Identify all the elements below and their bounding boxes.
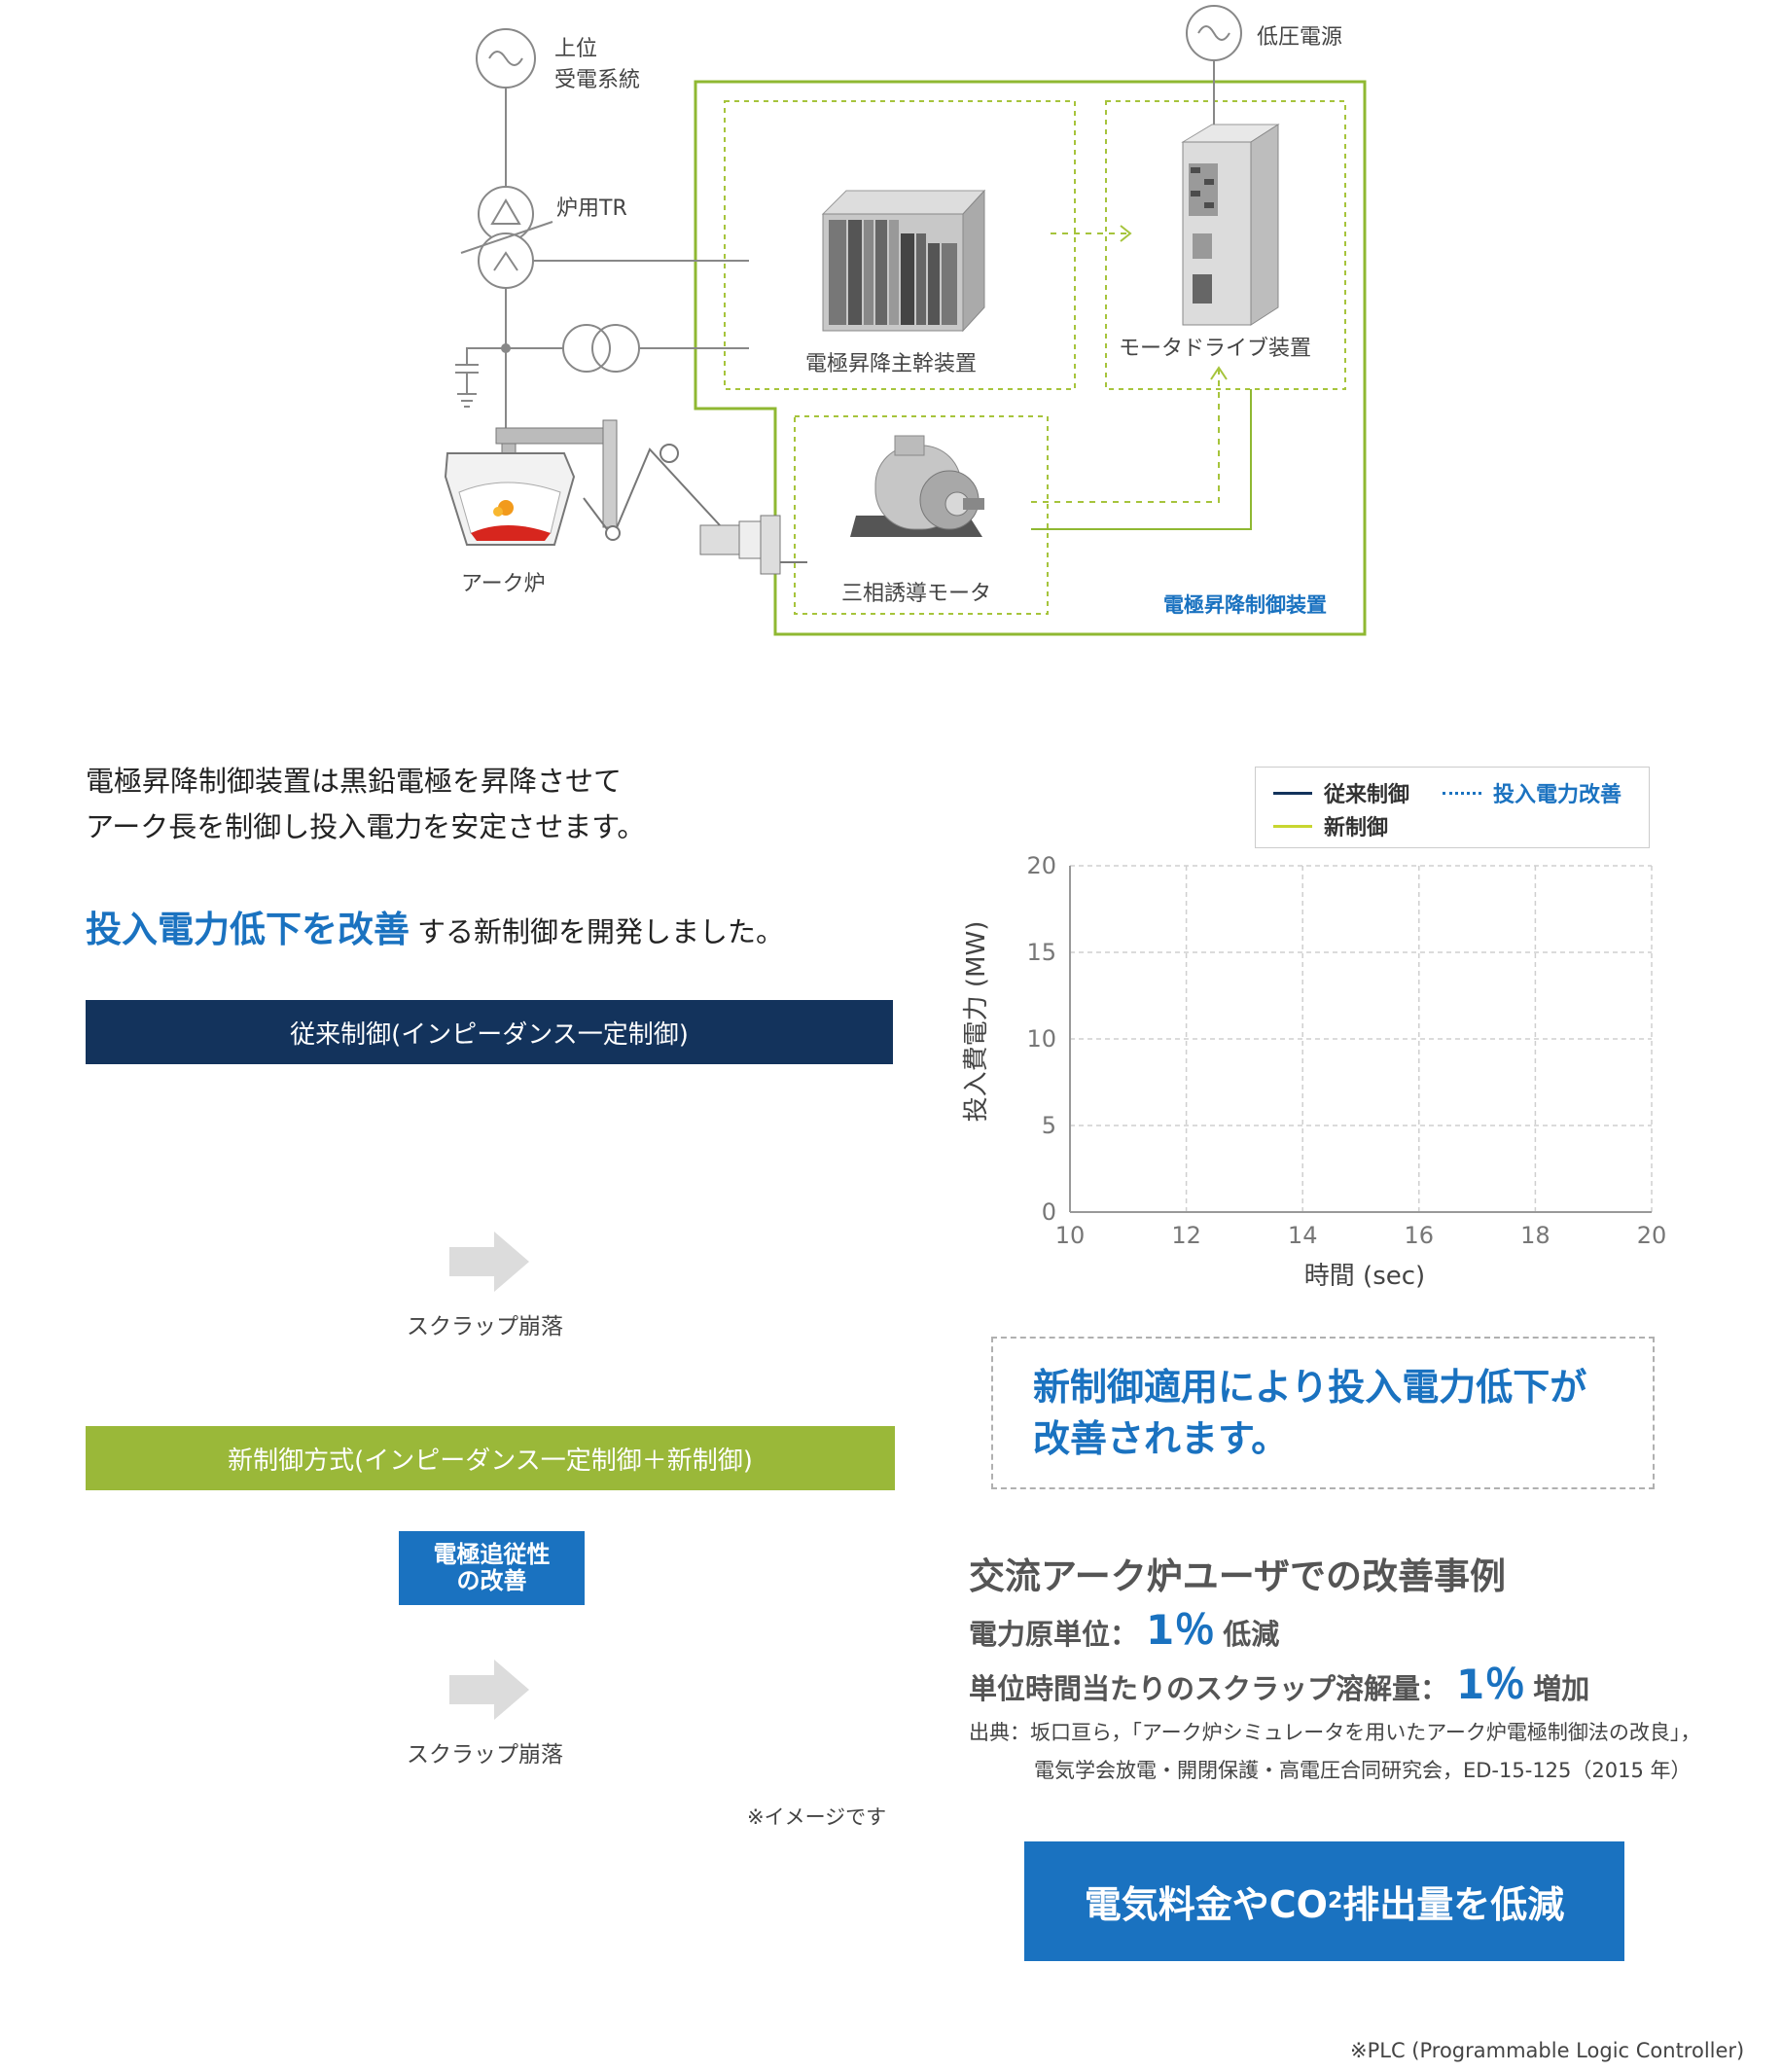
intro-line-2: アーク長を制御し投入電力を安定させます。 — [86, 810, 646, 843]
y-tick-label: 15 — [1026, 939, 1056, 966]
legend-item-improved: 投入電力改善 — [1443, 777, 1622, 808]
chart-ticks: 10 12 14 16 18 20 0 5 10 15 20 — [1026, 852, 1666, 1249]
chart-grid — [1069, 865, 1653, 1213]
case-row-1-label: 電力原単位： — [969, 1618, 1139, 1651]
low-voltage-label: 低圧電源 — [1257, 25, 1343, 50]
induction-motor-icon — [850, 435, 984, 537]
legend-item-new: 新制御 — [1273, 810, 1388, 841]
wire-pulley-icon — [583, 444, 807, 575]
motor-box — [794, 415, 1049, 615]
x-tick-label: 16 — [1405, 1222, 1435, 1249]
intro-text: 電極昇降制御装置は黒鉛電極を昇降させて アーク長を制御し投入電力を安定させます。 — [86, 759, 645, 850]
plc-footnote: ※PLC (Programmable Logic Controller) — [1350, 2039, 1745, 2062]
callout-line-1: 新制御適用により投入電力低下が — [1033, 1366, 1587, 1409]
right-arrow-icon — [449, 1660, 529, 1720]
legend-swatch-new — [1273, 824, 1312, 828]
x-tick-label: 10 — [1055, 1222, 1086, 1249]
x-tick-label: 18 — [1520, 1222, 1550, 1249]
plc-rack-icon — [821, 189, 986, 333]
legend-swatch-improved — [1443, 791, 1481, 795]
tag-line-1: 電極追従性 — [433, 1541, 551, 1568]
upper-grid-label: 上位 — [554, 37, 598, 61]
case-row-2-label: 単位時間当たりのスクラップ溶解量： — [969, 1672, 1449, 1705]
control-device-frame — [694, 80, 1367, 636]
legend-label-new: 新制御 — [1324, 816, 1389, 840]
motor-feedback-line — [1031, 370, 1220, 503]
intro-line-1: 電極昇降制御装置は黒鉛電極を昇降させて — [86, 765, 623, 798]
upper-grid-label-2: 受電系統 — [554, 68, 641, 92]
arc-furnace-label: アーク炉 — [461, 572, 546, 596]
scrap-collapse-caption-2: スクラップ崩落 — [407, 1742, 563, 1768]
x-tick-label: 20 — [1637, 1222, 1667, 1249]
cases-title: 交流アーク炉ユーザでの改善事例 — [969, 1555, 1507, 1597]
chart-legend: 従来制御 投入電力改善 新制御 — [1255, 767, 1650, 848]
main-controller-box — [724, 100, 1076, 390]
x-tick-label: 12 — [1171, 1222, 1201, 1249]
legend-label-improved: 投入電力改善 — [1493, 783, 1622, 807]
y-tick-label: 5 — [1042, 1112, 1056, 1139]
legend-label-conventional: 従来制御 — [1324, 783, 1410, 807]
cta-subscript: 2 — [1327, 1889, 1343, 1913]
new-control-bar: 新制御方式(インピーダンス一定制御＋新制御) — [86, 1426, 895, 1490]
ac-source-low-voltage-icon — [1186, 5, 1242, 61]
x-tick-label: 14 — [1288, 1222, 1318, 1249]
legend-swatch-conventional — [1273, 791, 1312, 795]
source-line-2: 電気学会放電・開閉保護・高電圧合同研究会，ED-15-125（2015 年） — [1034, 1759, 1692, 1782]
tag-line-2: の改善 — [456, 1567, 527, 1594]
electrode-tracking-tag: 電極追従性 の改善 — [399, 1531, 585, 1605]
furnace-tr-label: 炉用TR — [556, 196, 627, 221]
motor-drive-cabinet-icon — [1181, 124, 1280, 326]
motor-drive-box — [1105, 100, 1346, 390]
main-controller-label: 電極昇降主幹装置 — [805, 352, 978, 376]
right-arrow-icon — [449, 1232, 529, 1292]
cta-text-after: 排出量を低減 — [1342, 1883, 1565, 1926]
headline: 投入電力低下を改善する新制御を開発しました。 — [86, 900, 784, 952]
y-tick-label: 0 — [1042, 1198, 1056, 1226]
cta-text-before: 電気料金やCO — [1084, 1883, 1328, 1926]
case-row-1-value: 1％ — [1146, 1606, 1216, 1654]
arc-furnace-icon — [444, 419, 618, 546]
case-row-scrap-melt: 単位時間当たりのスクラップ溶解量：1％増加 — [969, 1652, 1589, 1711]
y-tick-label: 20 — [1026, 852, 1056, 879]
control-device-label: 電極昇降制御装置 — [1163, 593, 1327, 617]
case-row-2-value: 1％ — [1456, 1661, 1526, 1708]
induction-motor-label: 三相誘導モータ — [841, 582, 992, 606]
drive-to-motor-line — [1031, 389, 1252, 530]
conventional-control-title: 従来制御(インピーダンス一定制御) — [290, 1019, 689, 1050]
image-note: ※イメージです — [747, 1805, 887, 1829]
improvement-callout: 新制御適用により投入電力低下が 改善されます。 — [991, 1337, 1655, 1489]
case-row-power-unit: 電力原単位：1％低減 — [969, 1597, 1279, 1657]
headline-highlight: 投入電力低下を改善 — [86, 909, 410, 950]
source-line-1: 出典：坂口亘ら，「アーク炉シミュレータを用いたアーク炉電極制御法の改良」， — [969, 1721, 1701, 1744]
case-row-1-suffix: 低減 — [1223, 1618, 1280, 1651]
ac-source-upper-icon — [476, 28, 536, 89]
callout-line-2: 改善されます。 — [1033, 1417, 1289, 1460]
headline-rest: する新制御を開発しました。 — [417, 915, 785, 948]
legend-item-conventional: 従来制御 — [1273, 777, 1409, 808]
chart-ylabel: 投入費電力 (MW) — [962, 921, 991, 1123]
conventional-control-bar: 従来制御(インピーダンス一定制御) — [86, 1000, 893, 1064]
power-chart: 10 12 14 16 18 20 0 5 10 15 20 時間 (sec) 投入費電力 (MW) — [962, 852, 1666, 1291]
y-tick-label: 10 — [1026, 1025, 1056, 1053]
furnace-transformer-icon — [460, 186, 553, 289]
scrap-collapse-caption-1: スクラップ崩落 — [407, 1314, 563, 1340]
chart-xlabel: 時間 (sec) — [1304, 1262, 1425, 1291]
new-control-title: 新制御方式(インピーダンス一定制御＋新制御) — [228, 1446, 753, 1476]
current-transformer-icon — [506, 324, 749, 373]
motor-drive-label: モータドライブ装置 — [1119, 337, 1312, 361]
case-row-2-suffix: 増加 — [1533, 1672, 1590, 1705]
system-diagram — [444, 5, 1367, 636]
